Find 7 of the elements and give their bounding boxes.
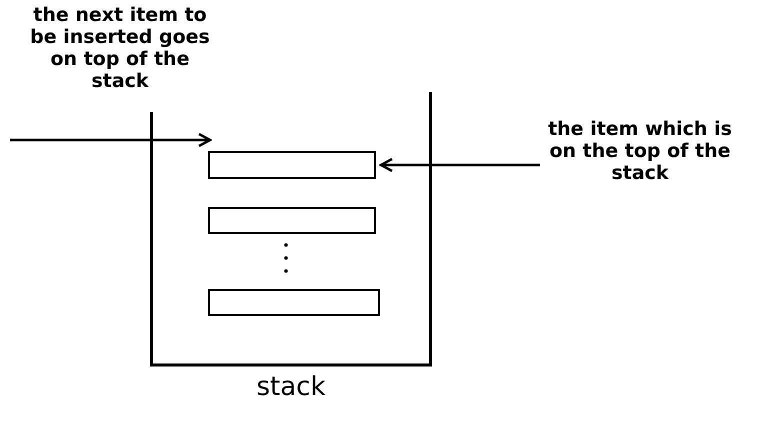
- stack-item: [208, 207, 376, 234]
- arrow: [10, 132, 212, 148]
- callout-text: the item which is on the top of the stack: [540, 118, 740, 208]
- arrow: [380, 158, 540, 172]
- stack-label: stack: [255, 372, 327, 402]
- stack-item: [208, 151, 376, 179]
- stack-item: [208, 289, 380, 316]
